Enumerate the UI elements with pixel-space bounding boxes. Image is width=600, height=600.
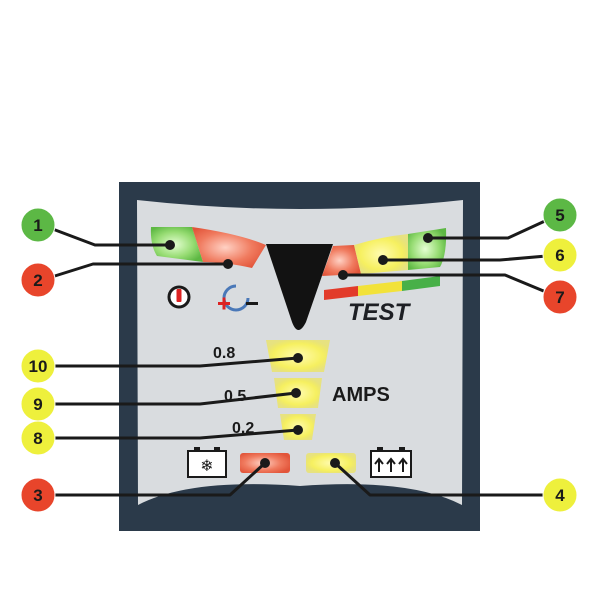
callout-8-number: 8 xyxy=(33,429,42,448)
leader-line-3 xyxy=(42,461,267,497)
test-bar-yellow xyxy=(358,281,402,296)
test-bar-red xyxy=(324,286,358,300)
leader-endpoints xyxy=(165,233,433,468)
leader-line-9 xyxy=(42,391,297,406)
callout-9: 9 xyxy=(20,386,56,422)
leader-line-1 xyxy=(41,223,170,247)
leader-line-2 xyxy=(41,262,228,282)
callout-5-circle xyxy=(542,197,578,233)
led-red-right xyxy=(322,245,361,276)
test-bar-green xyxy=(402,276,440,291)
callout-1-circle xyxy=(20,207,56,243)
callout-6: 6 xyxy=(542,237,578,273)
led-group-left xyxy=(150,227,266,268)
battery-charging-icon xyxy=(370,447,412,478)
amps-level-0-8: 0.8 xyxy=(213,345,235,362)
led-green-left xyxy=(150,227,203,262)
callout-1-number: 1 xyxy=(33,216,42,235)
leader-line-4 xyxy=(333,461,558,497)
power-icon xyxy=(167,285,191,309)
callout-7: 7 xyxy=(542,279,578,315)
charge-plus-minus-icon xyxy=(218,284,258,312)
center-chevron xyxy=(266,244,333,330)
leader-line-5 xyxy=(428,213,559,240)
callout-2: 2 xyxy=(20,262,56,298)
callout-5: 5 xyxy=(542,197,578,233)
leader-line-7 xyxy=(343,273,559,299)
callout-6-number: 6 xyxy=(555,246,564,265)
leader-lines xyxy=(41,213,559,497)
callout-2-circle xyxy=(20,262,56,298)
callout-7-number: 7 xyxy=(555,288,564,307)
callout-4-number: 4 xyxy=(555,486,565,505)
led-red-left xyxy=(192,227,266,268)
test-color-bar xyxy=(324,276,440,300)
callout-9-circle xyxy=(20,386,56,422)
led-yellow-right xyxy=(354,234,408,274)
callout-8: 8 xyxy=(20,420,56,456)
callout-6-circle xyxy=(542,237,578,273)
callout-markers: 1 2 3 4 5 6 7 8 9 10 xyxy=(20,197,578,513)
callout-10: 10 xyxy=(20,348,56,384)
callout-10-circle xyxy=(20,348,56,384)
callout-7-circle xyxy=(542,279,578,315)
callout-9-number: 9 xyxy=(33,395,42,414)
leader-line-8 xyxy=(42,428,299,440)
callout-3-number: 3 xyxy=(33,486,42,505)
test-label: TEST xyxy=(348,299,412,326)
callout-4-circle xyxy=(542,477,578,513)
leader-line-10 xyxy=(42,356,299,368)
callout-10-number: 10 xyxy=(29,357,48,376)
callout-3: 3 xyxy=(20,477,56,513)
callout-1: 1 xyxy=(20,207,56,243)
leader-line-6 xyxy=(383,253,559,262)
callout-4: 4 xyxy=(542,477,578,513)
callout-5-number: 5 xyxy=(555,206,564,225)
svg-text:❄: ❄ xyxy=(200,456,213,475)
battery-snowflake-icon: ❄ xyxy=(187,447,227,478)
callout-3-circle xyxy=(20,477,56,513)
amps-title: AMPS xyxy=(332,384,390,406)
callout-2-number: 2 xyxy=(33,271,42,290)
amps-level-0-5: 0.5 xyxy=(224,388,246,405)
